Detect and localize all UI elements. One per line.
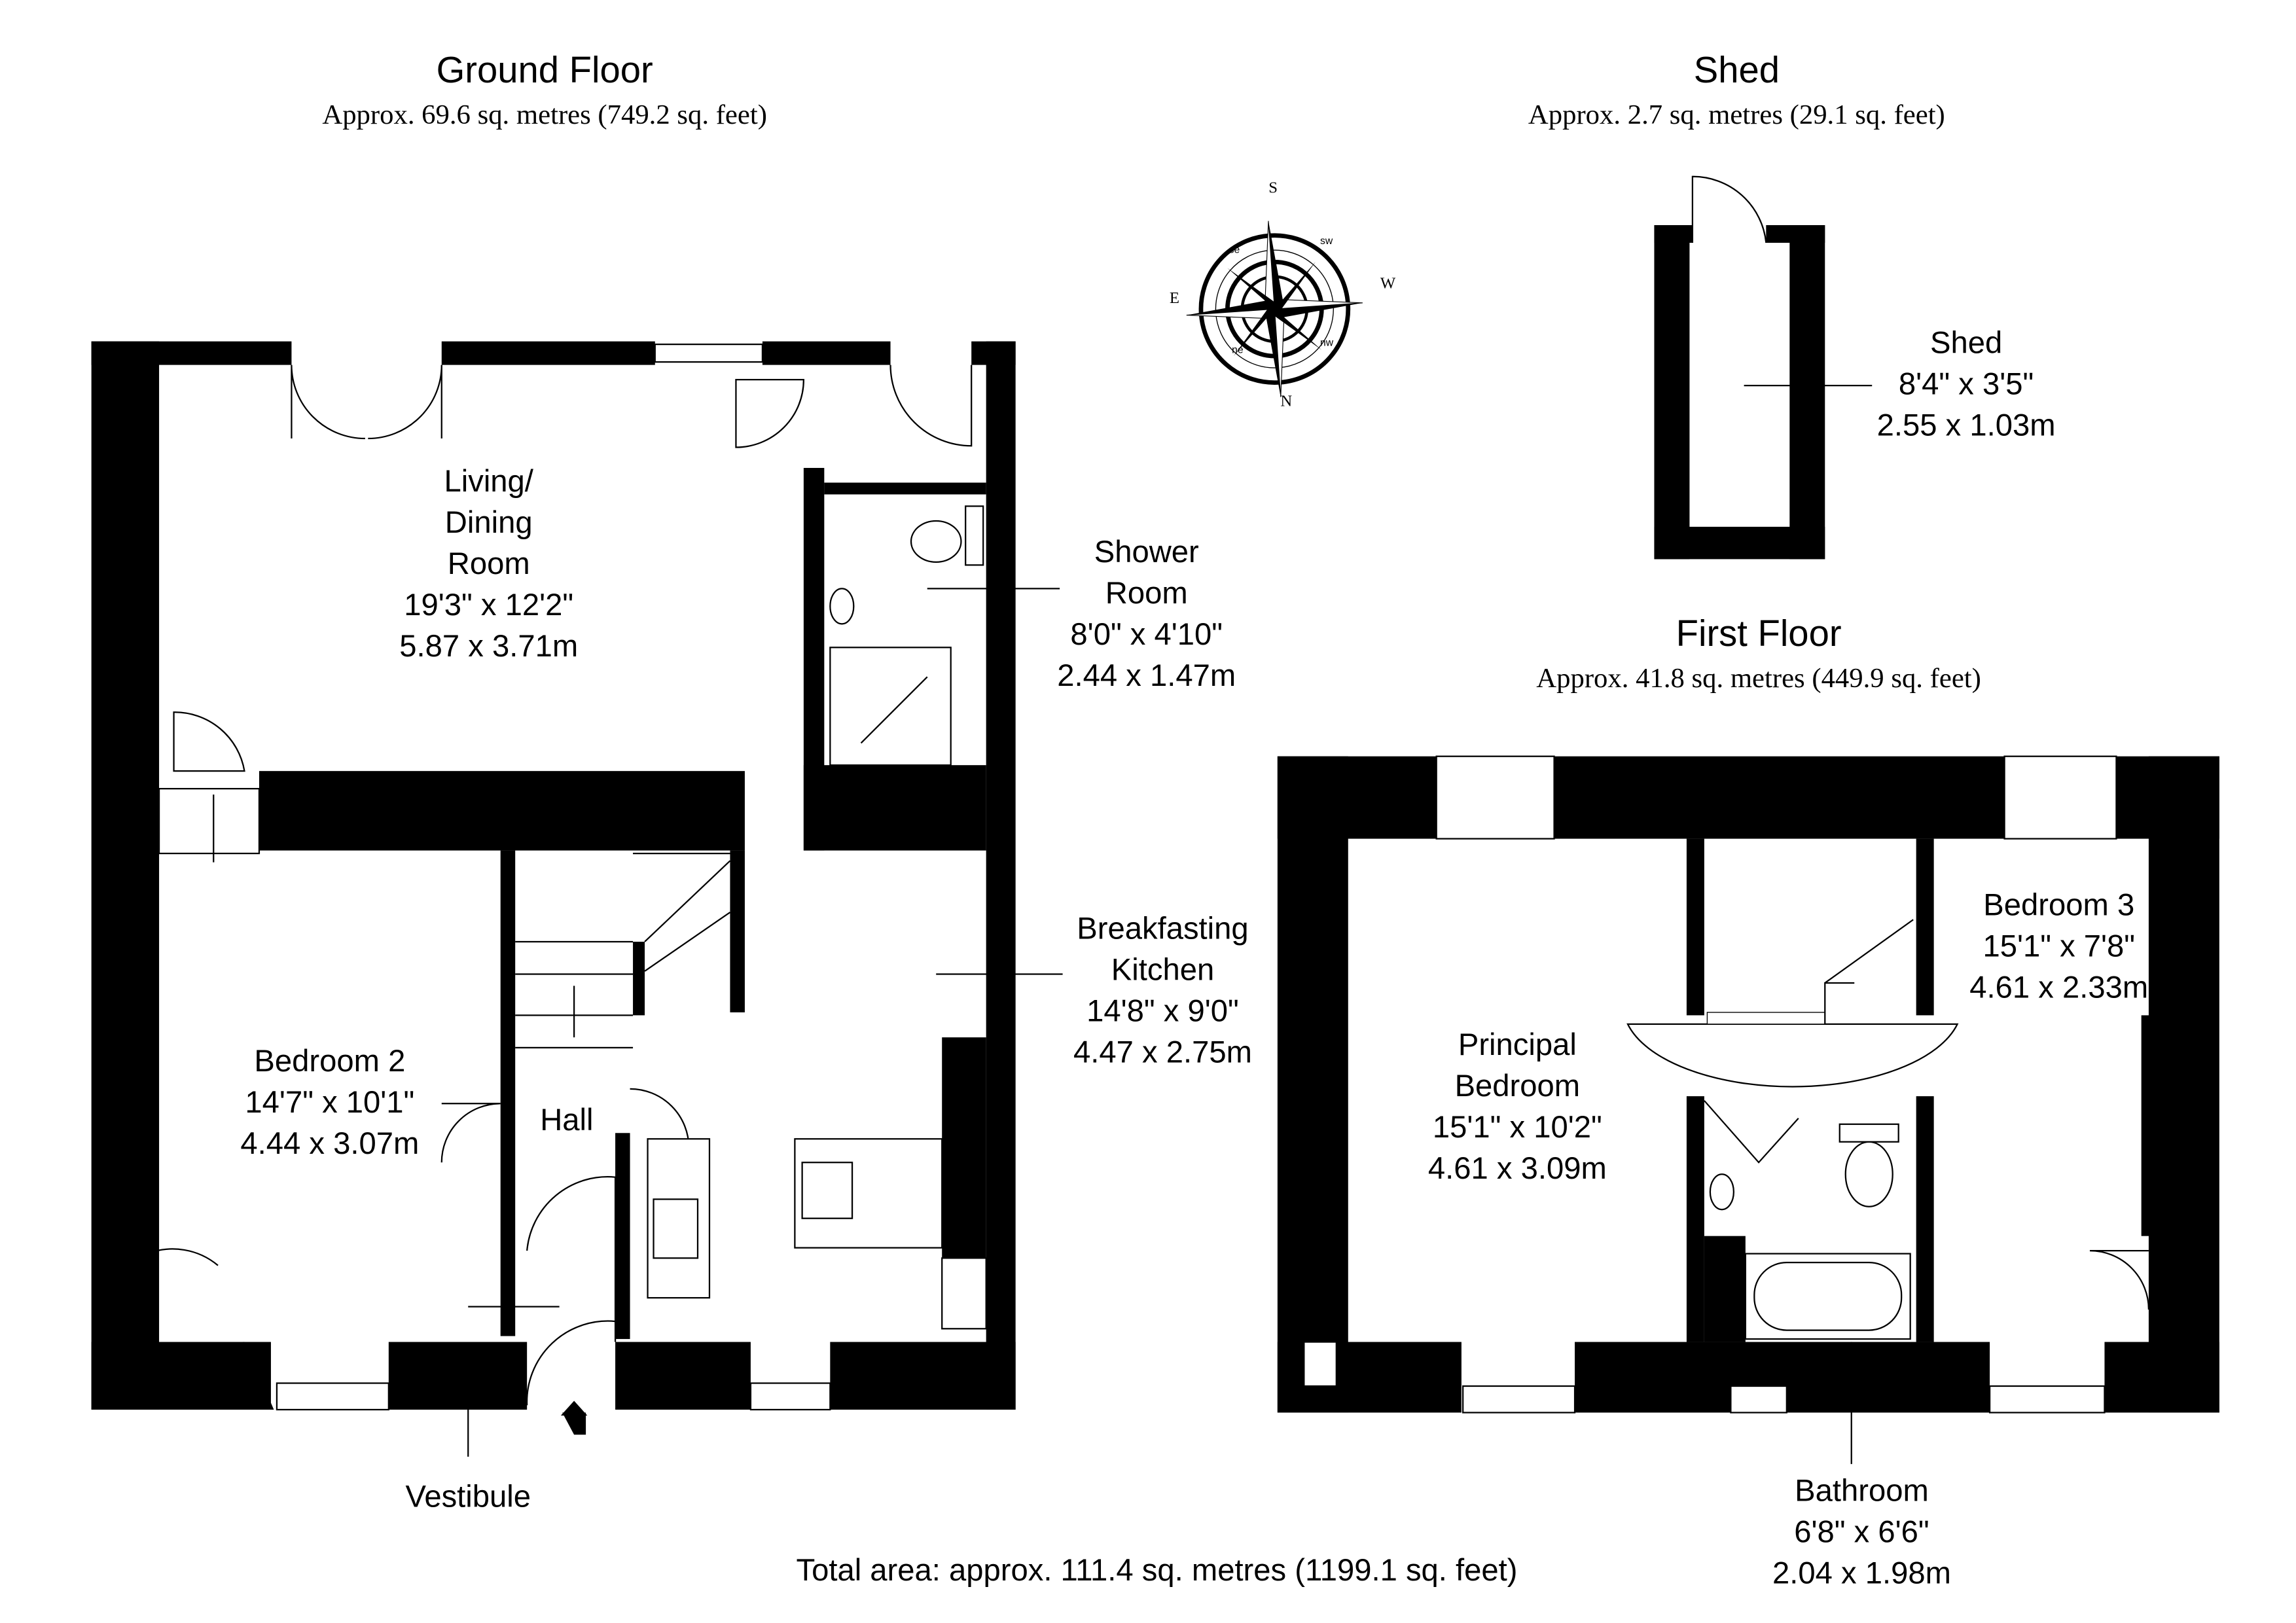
compass-n: N <box>1280 393 1292 410</box>
first-floor-fixtures <box>1303 755 2150 1465</box>
compass-ne: ne <box>1232 345 1244 356</box>
compass-sw: sw <box>1320 236 1333 247</box>
compass-nw: nw <box>1320 337 1334 348</box>
compass-s: S <box>1268 179 1278 197</box>
ground-floor-fixtures <box>117 344 987 1457</box>
first-floor-area: Approx. 41.8 sq. metres (449.9 sq. feet) <box>1536 663 1981 694</box>
vestibule-label: Vestibule <box>405 1479 531 1514</box>
compass-w: W <box>1380 275 1396 293</box>
ground-floor-title: Ground Floor <box>437 49 653 90</box>
compass-se: se <box>1229 245 1240 256</box>
shed-title: Shed <box>1694 49 1780 90</box>
compass-rose-icon <box>1186 221 1363 397</box>
first-floor-title: First Floor <box>1676 613 1842 654</box>
shed-walls <box>1654 175 1873 560</box>
total-area: Total area: approx. 111.4 sq. metres (11… <box>796 1553 1517 1588</box>
hall-label: Hall <box>540 1103 593 1137</box>
shed-area: Approx. 2.7 sq. metres (29.1 sq. feet) <box>1528 99 1945 130</box>
ground-floor-walls <box>91 341 1016 1410</box>
compass-e: E <box>1170 289 1179 307</box>
ground-floor-area: Approx. 69.6 sq. metres (749.2 sq. feet) <box>322 99 767 130</box>
